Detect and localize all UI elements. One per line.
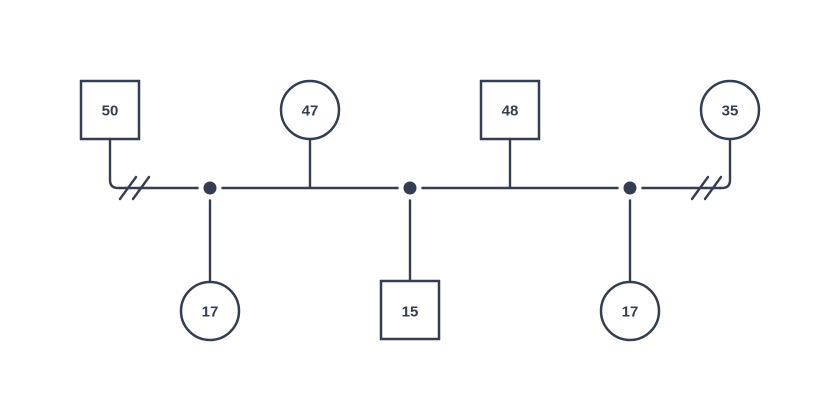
person-age-label: 50 (102, 103, 119, 120)
person-node-male-15[interactable]: 15 (379, 279, 441, 341)
person-node-female-47[interactable]: 47 (279, 79, 341, 141)
union-point[interactable] (618, 176, 642, 200)
person-node-male-48[interactable]: 48 (479, 79, 541, 141)
person-age-label: 47 (302, 103, 319, 120)
person-node-female-17-right[interactable]: 17 (599, 280, 661, 342)
person-node-male-50[interactable]: 50 (79, 79, 141, 141)
person-age-label: 15 (402, 304, 419, 321)
separation-mark-icon (118, 175, 151, 201)
union-point[interactable] (398, 176, 422, 200)
person-age-label: 17 (622, 304, 639, 321)
person-age-label: 35 (722, 103, 739, 120)
person-age-label: 17 (202, 304, 219, 321)
union-point[interactable] (198, 176, 222, 200)
person-node-female-35[interactable]: 35 (699, 79, 761, 141)
person-age-label: 48 (502, 103, 519, 120)
separation-mark-icon (690, 175, 723, 201)
person-node-female-17-left[interactable]: 17 (179, 280, 241, 342)
